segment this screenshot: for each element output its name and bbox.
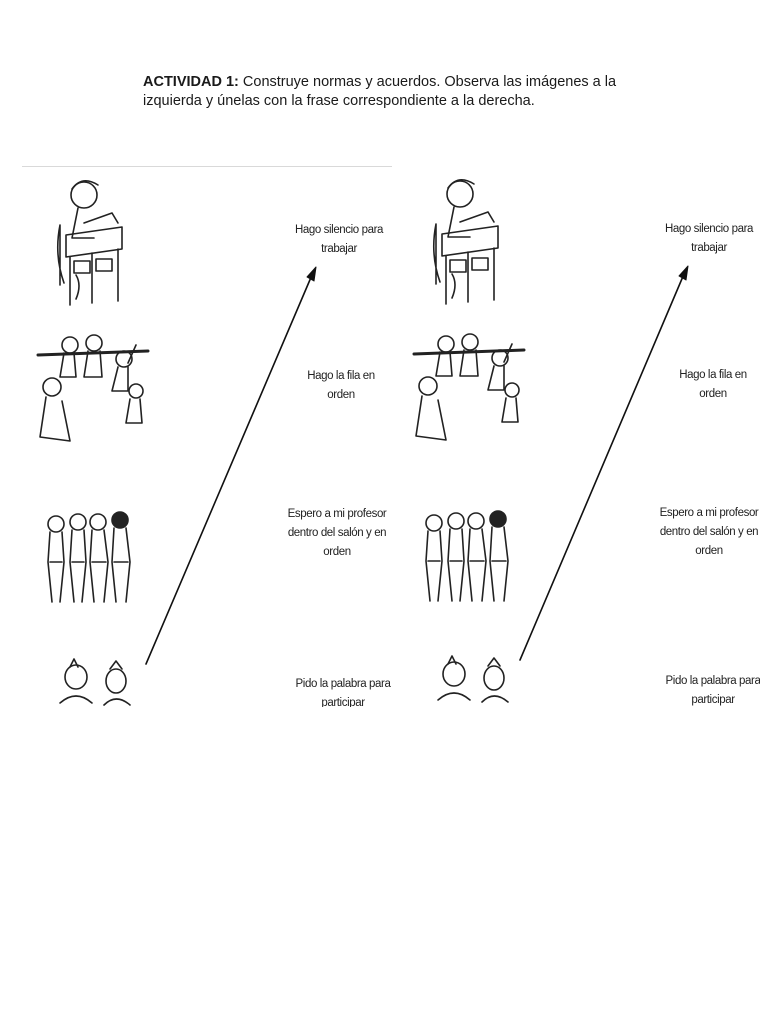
phrase-silence: Hago silencio para trabajar	[664, 223, 754, 254]
child-at-desk-icon	[432, 179, 499, 305]
phrase-line: Hago la fila en orden	[679, 369, 747, 400]
phrase-wait-teacher: Espero a mi profesor dentro del salón y …	[659, 507, 759, 557]
phrase-wait-teacher: Espero a mi profesor dentro del salón y …	[287, 508, 387, 558]
activity-text: Construye normas y acuerdos. Observa las…	[143, 74, 617, 109]
children-sitting-icon	[36, 334, 150, 442]
two-children-icon	[59, 658, 131, 706]
activity-instructions: ACTIVIDAD 1: Construye normas y acuerdos…	[143, 73, 663, 111]
child-at-desk-icon	[56, 180, 123, 306]
children-sitting-icon	[412, 333, 526, 441]
arrow-icon	[145, 266, 317, 665]
activity-label: ACTIVIDAD 1:	[143, 74, 239, 90]
phrase-ask-word: Pido la palabra para participar	[665, 675, 760, 706]
children-in-line-icon	[47, 511, 131, 603]
phrase-line: Hago la fila en orden	[307, 370, 375, 401]
phrase-ask-word: Pido la palabra para participar	[295, 678, 391, 707]
worksheet-panel-left: Hago silencio para trabajar Hago la fila…	[22, 166, 392, 707]
arrow-icon	[519, 265, 689, 661]
two-children-icon	[437, 655, 509, 703]
children-in-line-icon	[425, 510, 509, 602]
worksheet-panel-right: Hago silencio para trabajar Hago la fila…	[398, 166, 760, 706]
phrase-silence: Hago silencio para trabajar	[294, 224, 384, 255]
